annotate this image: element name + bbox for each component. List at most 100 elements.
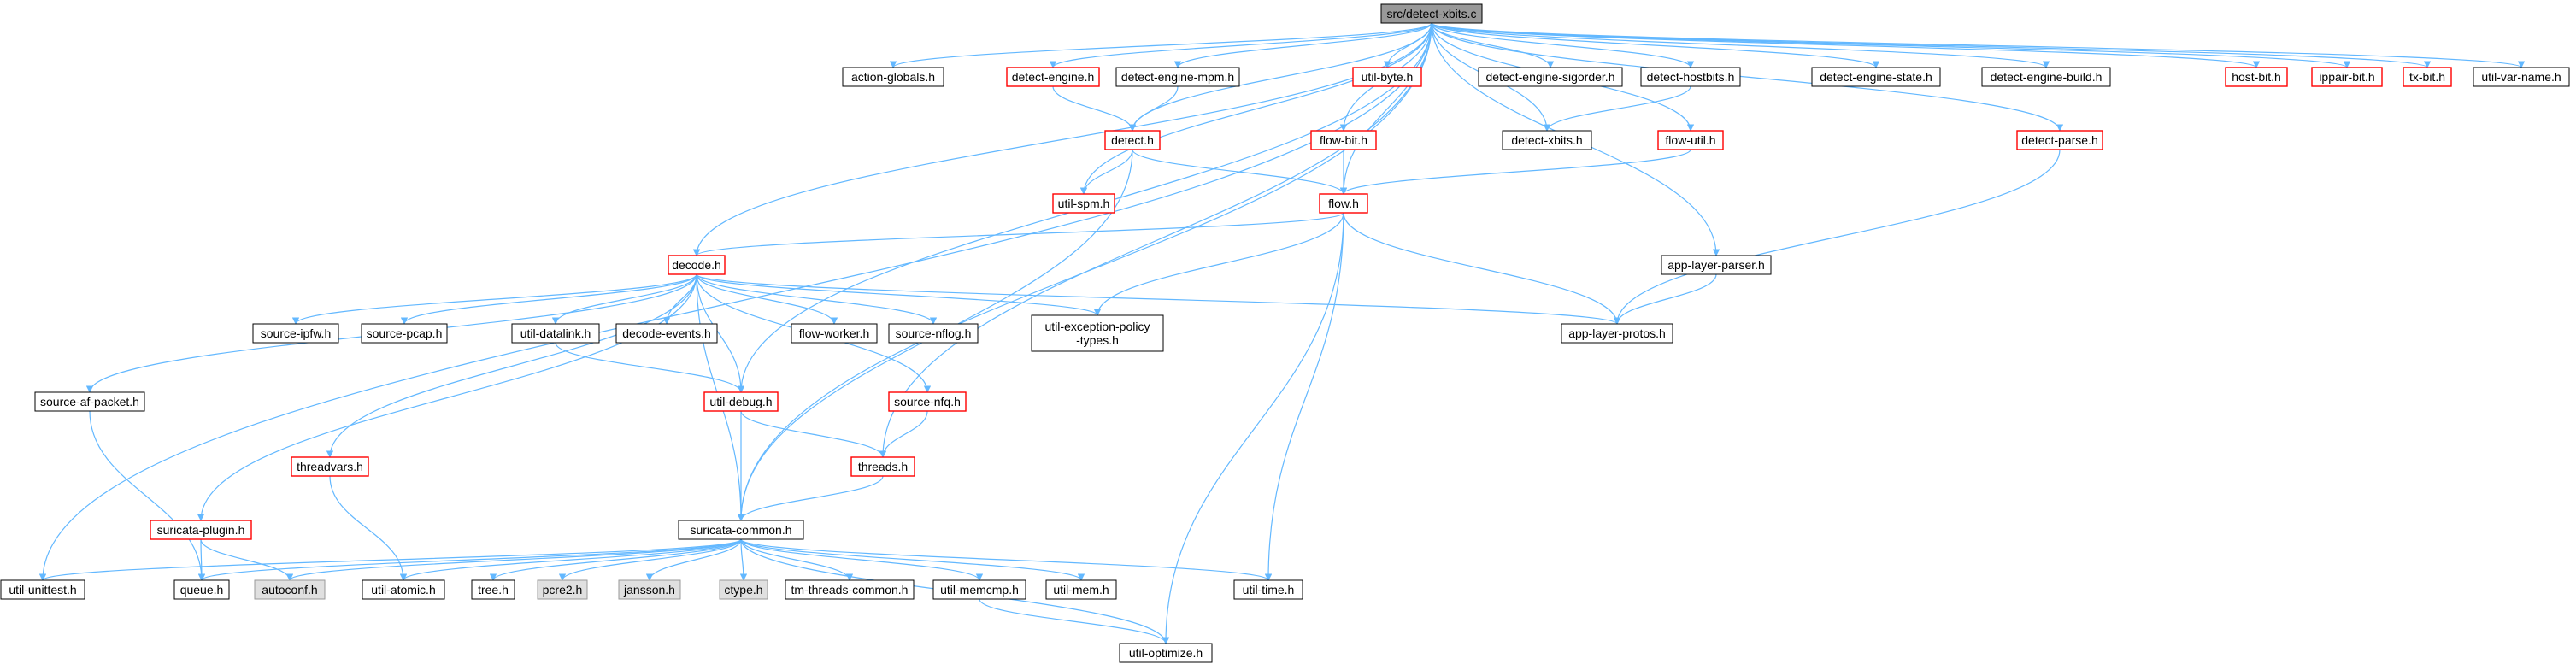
node-util-byte[interactable]: util-byte.h xyxy=(1352,67,1422,87)
edge-root-to-detect-hostbits xyxy=(1431,22,1695,68)
nodes-layer: src/detect-xbits.c action-globals.h detect… xyxy=(0,3,2570,663)
node-flow-worker[interactable]: flow-worker.h xyxy=(791,323,878,344)
node-box xyxy=(1115,67,1240,87)
node-util-mem[interactable]: util-mem.h xyxy=(1045,579,1117,600)
node-app-layer-parser[interactable]: app-layer-parser.h xyxy=(1661,255,1772,275)
node-label: util-byte.h xyxy=(1362,70,1414,84)
node-threads[interactable]: threads.h xyxy=(850,456,915,477)
node-label: src/detect-xbits.c xyxy=(1386,7,1476,21)
node-util-exception-policy-types[interactable]: util-exception-policy-types.h xyxy=(1031,314,1164,352)
node-label: app-layer-parser.h xyxy=(1667,258,1765,272)
edge-root-to-tx-bit xyxy=(1431,22,2431,68)
node-label: suricata-plugin.h xyxy=(157,523,245,537)
node-label: util-spm.h xyxy=(1058,197,1110,210)
node-box xyxy=(1502,130,1592,150)
node-detect-engine-state[interactable]: detect-engine-state.h xyxy=(1811,67,1941,87)
node-flow-bit[interactable]: flow-bit.h xyxy=(1310,130,1377,150)
node-detect-engine-build[interactable]: detect-engine-build.h xyxy=(1981,67,2111,87)
node-box xyxy=(252,323,339,344)
node-box xyxy=(150,520,252,540)
node-box xyxy=(1052,193,1115,214)
node-ippair-bit[interactable]: ippair-bit.h xyxy=(2311,67,2383,87)
node-threadvars[interactable]: threadvars.h xyxy=(291,456,369,477)
node-tx-bit[interactable]: tx-bit.h xyxy=(2403,67,2452,87)
node-detect-parse[interactable]: detect-parse.h xyxy=(2016,130,2103,150)
node-decode[interactable]: decode.h xyxy=(668,255,726,275)
node-util-datalink[interactable]: util-datalink.h xyxy=(511,323,600,344)
edge-threadvars-to-util-atomic xyxy=(329,475,408,581)
node-util-unittest[interactable]: util-unittest.h xyxy=(0,579,85,600)
edge-suricata-common-to-queue xyxy=(198,538,742,581)
edge-decode-to-suricata-plugin xyxy=(197,273,697,521)
node-box xyxy=(1319,193,1368,214)
edge-suricata-common-to-autoconf xyxy=(285,538,742,581)
node-util-spm[interactable]: util-spm.h xyxy=(1052,193,1115,214)
node-box xyxy=(1380,3,1483,24)
node-flow[interactable]: flow.h xyxy=(1319,193,1368,214)
node-suricata-common[interactable]: suricata-common.h xyxy=(678,520,804,540)
node-detect-engine-sigorder[interactable]: detect-engine-sigorder.h xyxy=(1478,67,1623,87)
edge-suricata-common-to-tm-threads-common xyxy=(740,538,854,581)
node-util-var-name[interactable]: util-var-name.h xyxy=(2473,67,2570,87)
node-util-memcmp[interactable]: util-memcmp.h xyxy=(932,579,1026,600)
node-tm-threads-common[interactable]: tm-threads-common.h xyxy=(785,579,915,600)
edge-decode-to-source-pcap xyxy=(400,273,697,325)
edge-root-to-util-unittest xyxy=(38,22,1432,581)
node-util-atomic[interactable]: util-atomic.h xyxy=(362,579,445,600)
node-label: flow-bit.h xyxy=(1320,133,1367,147)
node-suricata-plugin[interactable]: suricata-plugin.h xyxy=(150,520,252,540)
node-detect-engine-mpm[interactable]: detect-engine-mpm.h xyxy=(1115,67,1240,87)
node-detect-hostbits[interactable]: detect-hostbits.h xyxy=(1640,67,1741,87)
node-box xyxy=(932,579,1026,600)
node-label: flow-worker.h xyxy=(799,326,869,340)
node-decode-events[interactable]: decode-events.h xyxy=(615,323,718,344)
edge-flow-to-decode xyxy=(693,212,1344,256)
node-detect[interactable]: detect.h xyxy=(1104,130,1161,150)
edge-decode-to-util-datalink xyxy=(551,273,697,325)
node-detect-xbits[interactable]: detect-xbits.h xyxy=(1502,130,1592,150)
node-source-nfq[interactable]: source-nfq.h xyxy=(888,391,967,412)
node-util-debug[interactable]: util-debug.h xyxy=(703,391,779,412)
node-label: detect-xbits.h xyxy=(1511,133,1582,147)
node-box xyxy=(361,323,448,344)
node-box xyxy=(1006,67,1100,87)
node-label: decode-events.h xyxy=(622,326,711,340)
edge-decode-to-flow-worker xyxy=(696,273,838,325)
node-util-optimize[interactable]: util-optimize.h xyxy=(1119,643,1213,663)
node-tree[interactable]: tree.h xyxy=(471,579,515,600)
node-flow-util[interactable]: flow-util.h xyxy=(1657,130,1724,150)
node-jansson: jansson.h xyxy=(618,579,681,600)
edge-flow-util-to-flow xyxy=(1339,149,1691,195)
node-label: util-atomic.h xyxy=(371,583,435,597)
node-label: detect-engine-state.h xyxy=(1820,70,1932,84)
node-box xyxy=(719,579,768,600)
node-queue[interactable]: queue.h xyxy=(173,579,230,600)
edge-suricata-common-to-util-time xyxy=(740,538,1272,581)
node-box xyxy=(703,391,779,412)
node-host-bit[interactable]: host-bit.h xyxy=(2225,67,2288,87)
node-util-time[interactable]: util-time.h xyxy=(1233,579,1303,600)
node-box xyxy=(678,520,804,540)
edge-root-to-detect-engine-build xyxy=(1431,22,2050,68)
node-action-globals[interactable]: action-globals.h xyxy=(842,67,944,87)
node-label: tree.h xyxy=(478,583,509,597)
edge-flow-to-util-time xyxy=(1264,212,1344,581)
node-root: src/detect-xbits.c xyxy=(1380,3,1483,24)
node-box xyxy=(1478,67,1623,87)
node-detect-engine[interactable]: detect-engine.h xyxy=(1006,67,1100,87)
edge-decode-to-threadvars xyxy=(326,273,697,458)
node-source-nflog[interactable]: source-nflog.h xyxy=(888,323,979,344)
node-box xyxy=(791,323,878,344)
node-label: ippair-bit.h xyxy=(2319,70,2374,84)
node-label: detect-hostbits.h xyxy=(1647,70,1735,84)
node-source-af-packet[interactable]: source-af-packet.h xyxy=(34,391,145,412)
node-source-ipfw[interactable]: source-ipfw.h xyxy=(252,323,339,344)
node-label: suricata-common.h xyxy=(690,523,791,537)
node-box xyxy=(1233,579,1303,600)
edges-layer xyxy=(38,22,2525,644)
node-source-pcap[interactable]: source-pcap.h xyxy=(361,323,448,344)
node-app-layer-protos[interactable]: app-layer-protos.h xyxy=(1561,323,1673,344)
node-label: threadvars.h xyxy=(297,460,363,473)
node-label: detect.h xyxy=(1111,133,1154,147)
node-autoconf: autoconf.h xyxy=(254,579,326,600)
